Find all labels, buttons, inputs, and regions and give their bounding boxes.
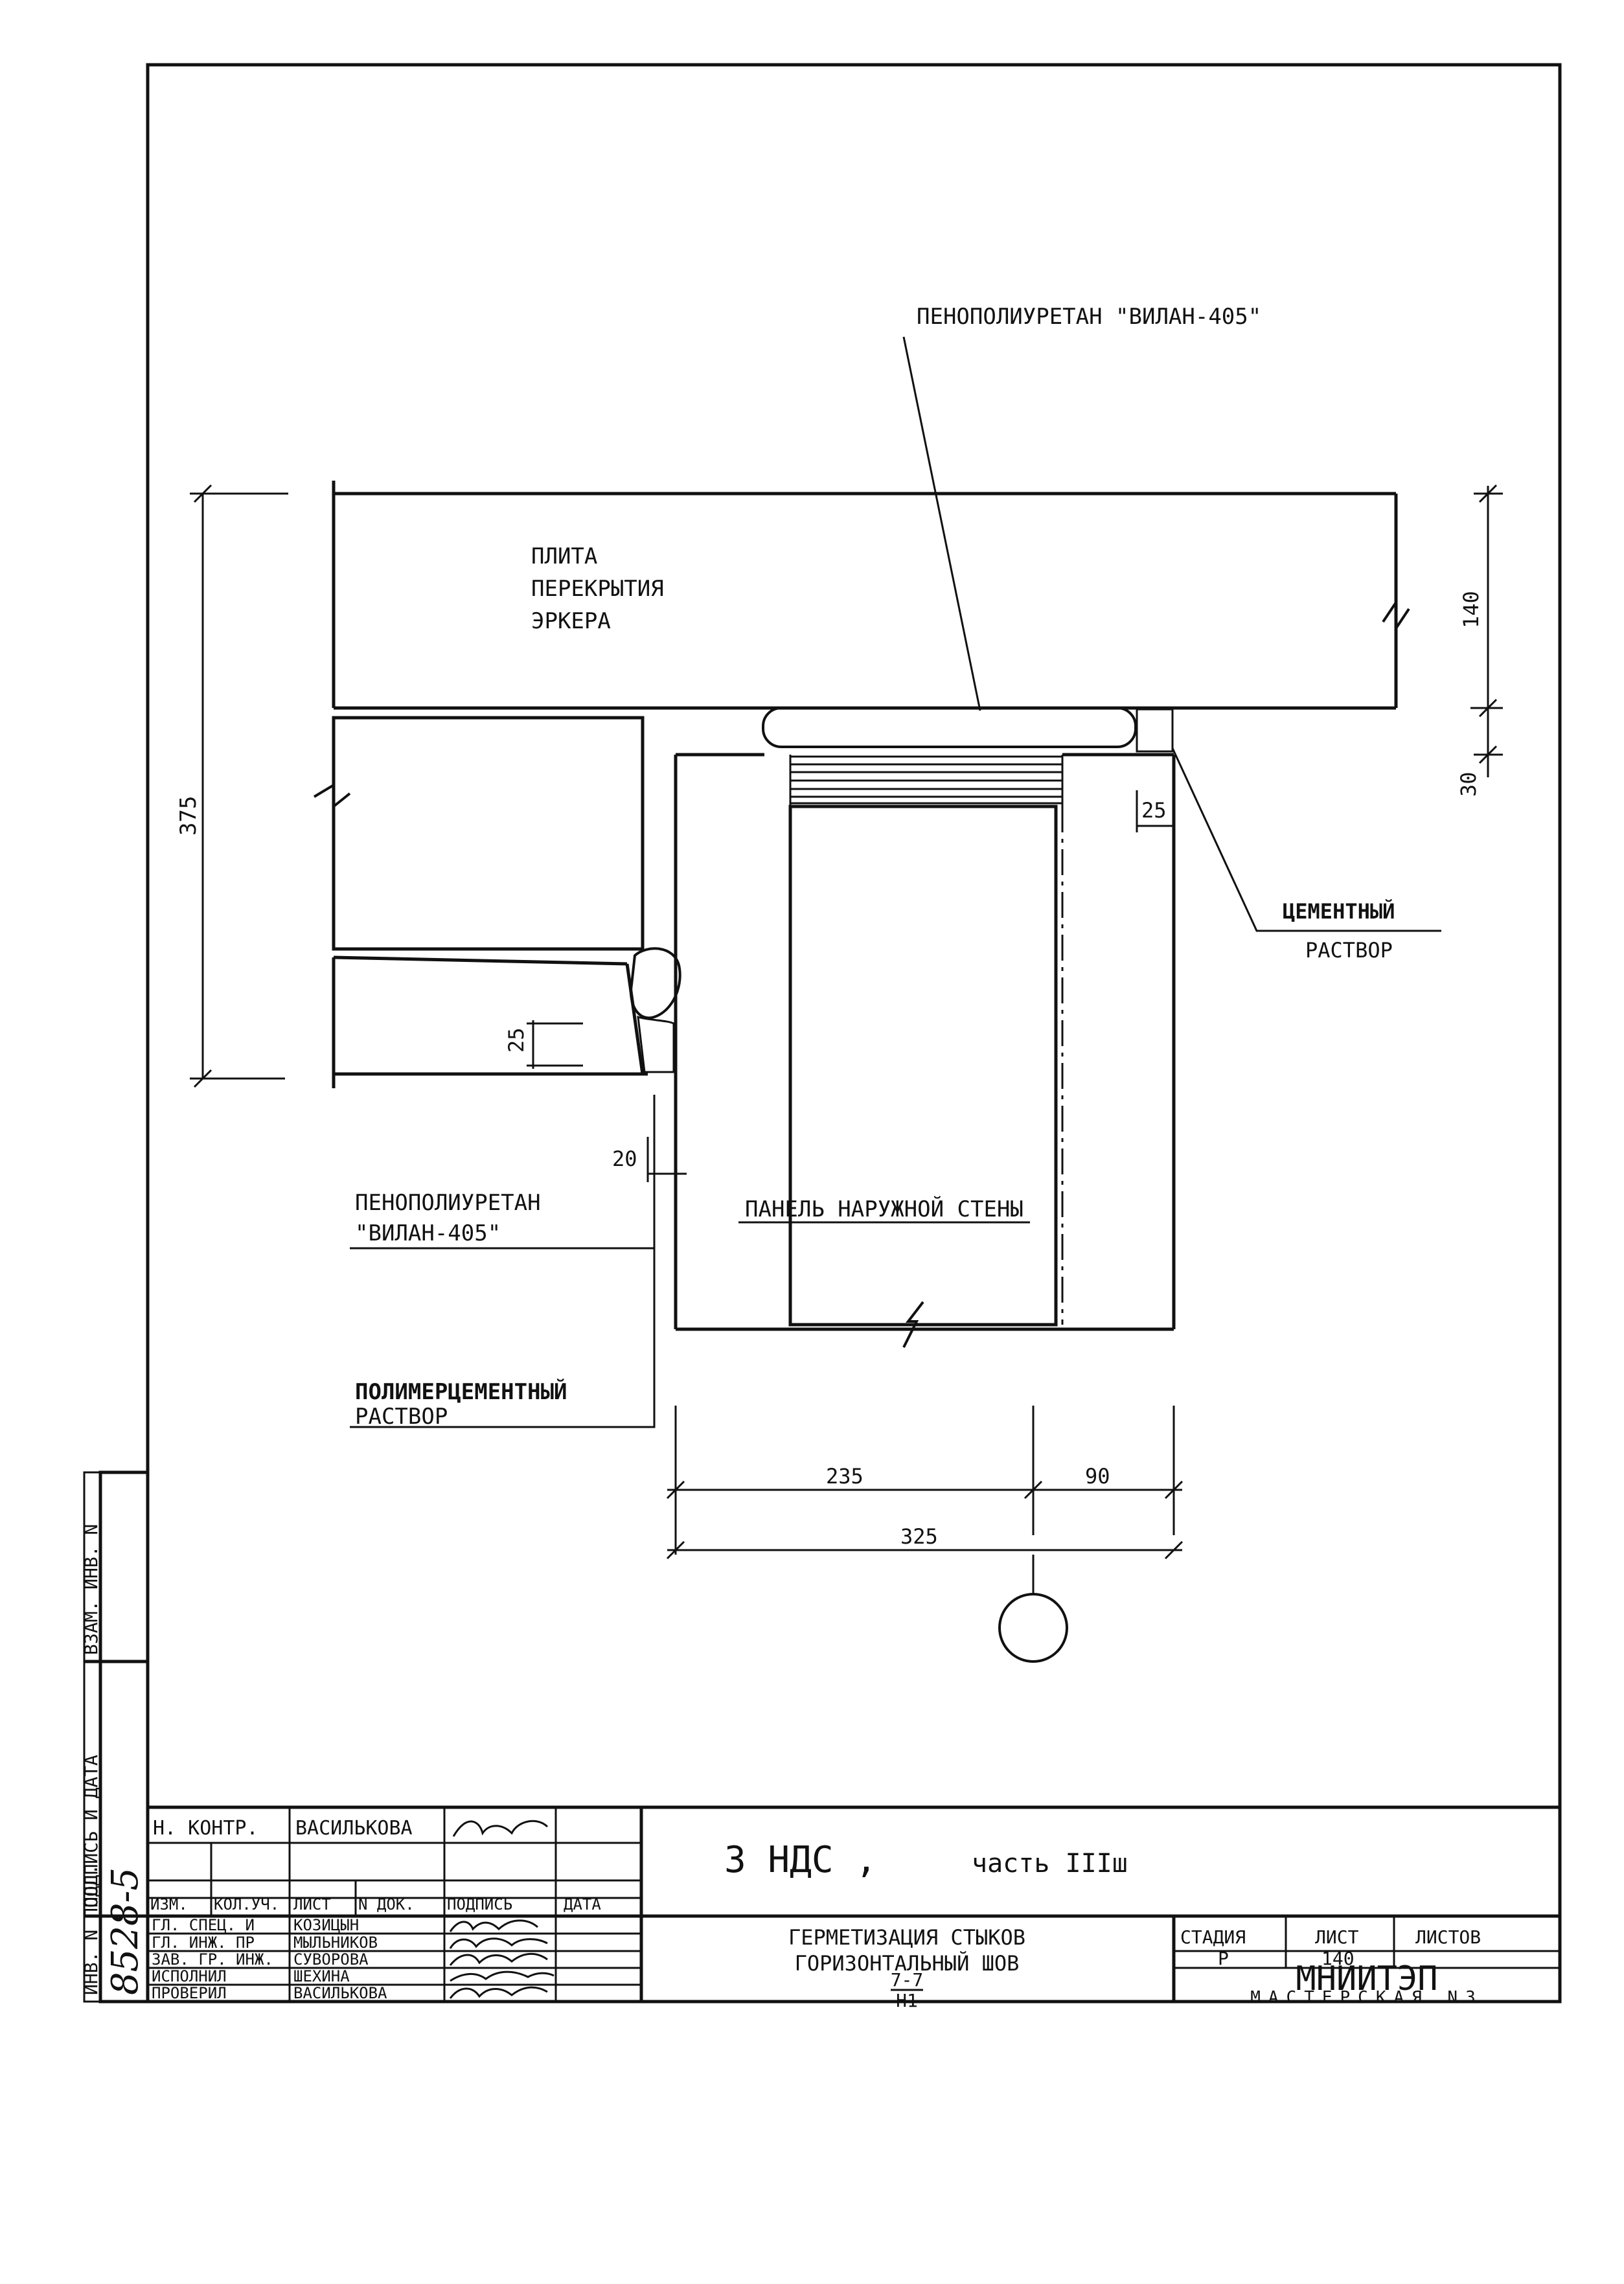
stamp-replaced-inv: ВЗАМ. ИНВ. N xyxy=(80,1524,102,1655)
person-role: ГЛ. СПЕЦ. И xyxy=(152,1916,255,1934)
label-slab-2: ПЕРЕКРЫТИЯ xyxy=(531,576,664,602)
wall-panel xyxy=(674,753,1176,1348)
leader-foam-top xyxy=(902,336,981,711)
header-kol-uch: КОЛ.УЧ. xyxy=(214,1895,279,1913)
signatures xyxy=(449,1919,555,1999)
org-name: МНИИТЭП xyxy=(1296,1959,1437,1998)
axis-marker xyxy=(998,1555,1068,1663)
dim-140-30 xyxy=(1470,484,1503,777)
label-cement-1: ЦЕМЕНТНЫЙ xyxy=(1283,899,1395,924)
header-izm: ИЗМ. xyxy=(150,1895,188,1913)
cement-mortar xyxy=(1136,708,1174,753)
dim-label-140: 140 xyxy=(1459,591,1483,628)
person-name: СУВОРОВА xyxy=(293,1950,369,1969)
section-drawing xyxy=(190,336,1503,1663)
norm-control-role: Н. КОНТР. xyxy=(153,1817,258,1840)
header-podpis: ПОДПИСЬ xyxy=(447,1895,512,1913)
label-foam-left-2: "ВИЛАН-405" xyxy=(355,1220,501,1246)
signature-norm-control xyxy=(452,1820,549,1837)
left-insulation xyxy=(332,716,645,951)
label-slab-3: ЭРКЕРА xyxy=(531,608,611,634)
left-lower-panel xyxy=(332,955,648,1088)
dim-375 xyxy=(190,484,288,1088)
sheet-value: 140 xyxy=(1321,1948,1355,1969)
project-code: 3 НДС , xyxy=(724,1839,877,1881)
person-name: КОЗИЦЫН xyxy=(293,1916,359,1934)
dim-25-right xyxy=(1136,790,1174,832)
layer-lines xyxy=(789,755,1064,1325)
dim-label-20: 20 xyxy=(612,1147,637,1171)
label-cement-2: РАСТВОР xyxy=(1305,938,1393,963)
person-name: ВАСИЛЬКОВА xyxy=(293,1984,387,2002)
title-block-grid xyxy=(148,1805,1560,2002)
header-list: ЛИСТ xyxy=(293,1895,331,1913)
break-mark xyxy=(1382,598,1410,633)
stamp-inv-original: ИНВ. N ПОДЛ. xyxy=(80,1864,102,1995)
label-foam-top: ПЕНОПОЛИУРЕТАН "ВИЛАН-405" xyxy=(917,304,1261,330)
dim-label-235: 235 xyxy=(826,1464,863,1489)
title-line-2: ГОРИЗОНТАЛЬНЫЙ ШОВ xyxy=(795,1951,1020,1976)
stage-value: Р xyxy=(1218,1948,1229,1969)
dim-label-325: 325 xyxy=(900,1524,938,1549)
label-wall-panel: ПАНЕЛЬ НАРУЖНОЙ СТЕНЫ xyxy=(745,1196,1024,1222)
dim-20 xyxy=(646,1137,687,1182)
polymer-mortar-fill xyxy=(637,1015,675,1073)
side-stamp xyxy=(83,1470,150,2004)
norm-control-name: ВАСИЛЬКОВА xyxy=(295,1817,413,1840)
dim-label-30: 30 xyxy=(1456,771,1481,797)
dim-label-25-left: 25 xyxy=(504,1027,529,1053)
project-part: часть IIIш xyxy=(972,1849,1128,1879)
leader-polymer xyxy=(350,1101,656,1428)
slab xyxy=(332,481,1410,710)
label-polymer-1: ПОЛИМЕРЦЕМЕНТНЫЙ xyxy=(355,1378,567,1405)
break-mark xyxy=(313,782,351,810)
dim-label-375: 375 xyxy=(176,796,201,836)
dim-label-25-right: 25 xyxy=(1141,798,1167,823)
label-foam-left-1: ПЕНОПОЛИУРЕТАН xyxy=(355,1190,541,1216)
section-sheet: Н1 xyxy=(896,1990,918,2011)
foam-strip-top xyxy=(762,707,1137,748)
leader-cement xyxy=(1171,748,1441,932)
break-mark xyxy=(902,1301,924,1348)
dim-235-90-325 xyxy=(666,1406,1184,1560)
sealant-bead-left xyxy=(630,947,681,1020)
sheets-label: ЛИСТОВ xyxy=(1415,1926,1481,1948)
stage-label: СТАДИЯ xyxy=(1180,1926,1246,1948)
label-polymer-2: РАСТВОР xyxy=(355,1404,448,1430)
title-line-1: ГЕРМЕТИЗАЦИЯ СТЫКОВ xyxy=(788,1925,1025,1950)
section-ref: 7-7 xyxy=(891,1969,924,1991)
person-role: ГЛ. ИНЖ. ПР xyxy=(152,1934,255,1952)
person-role: ИСПОЛНИЛ xyxy=(152,1967,227,1985)
sheet-frame xyxy=(146,63,1562,2004)
central-insulation xyxy=(788,805,1058,1327)
dim-25-left xyxy=(527,1020,583,1069)
person-name: ШЕХИНА xyxy=(293,1967,350,1985)
sheet-label: ЛИСТ xyxy=(1315,1926,1359,1948)
header-n-dok: N ДОК. xyxy=(358,1895,415,1913)
stamp-inv-number: 8528-5 xyxy=(104,1867,146,1995)
person-name: МЫЛЬНИКОВ xyxy=(293,1934,378,1952)
person-role: ПРОВЕРИЛ xyxy=(152,1984,227,2002)
label-slab-1: ПЛИТА xyxy=(531,543,597,569)
org-unit: МАСТЕРСКАЯ N3 xyxy=(1250,1988,1483,2007)
person-role: ЗАВ. ГР. ИНЖ. xyxy=(152,1950,273,1969)
header-data: ДАТА xyxy=(564,1895,601,1913)
stamp-signature-date: ПОДПИСЬ И ДАТА xyxy=(80,1755,102,1908)
dim-label-90: 90 xyxy=(1085,1464,1110,1489)
